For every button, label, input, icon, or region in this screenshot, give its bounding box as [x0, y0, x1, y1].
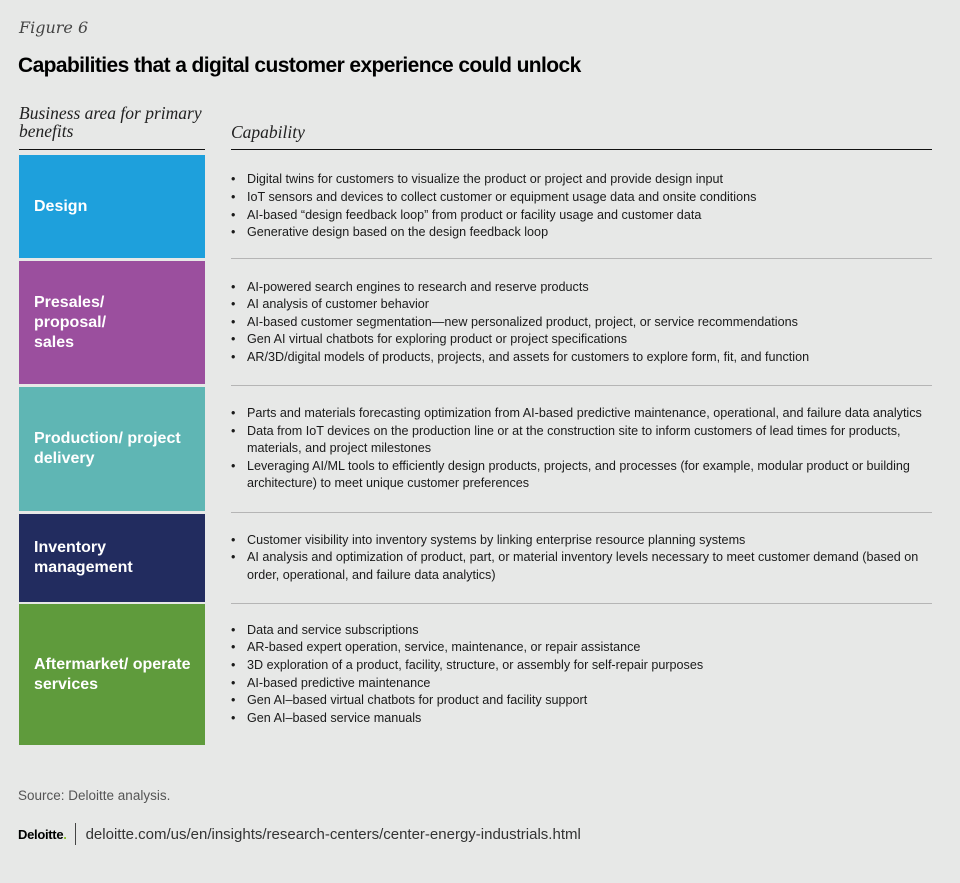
- capability-item: AR-based expert operation, service, main…: [231, 639, 932, 657]
- capability-item: Digital twins for customers to visualize…: [231, 171, 932, 189]
- business-area-box: Inventory management: [19, 514, 205, 602]
- table-row: Aftermarket/ operate services Data and se…: [19, 604, 932, 745]
- footer-url[interactable]: deloitte.com/us/en/insights/research-cen…: [85, 825, 581, 843]
- business-area-label: Inventory management: [34, 539, 133, 576]
- capability-item: Gen AI–based virtual chatbots for produc…: [231, 692, 932, 710]
- source-note: Source: Deloitte analysis.: [18, 788, 171, 803]
- capability-item: AI analysis and optimization of product,…: [231, 549, 932, 584]
- business-area-box: Production/ project delivery: [19, 387, 205, 511]
- capability-item: AR/3D/digital models of products, projec…: [231, 349, 932, 367]
- header-business-area: Business area for primary benefits: [19, 104, 205, 150]
- capability-item: AI-based “design feedback loop” from pro…: [231, 207, 932, 225]
- capability-item: 3D exploration of a product, facility, s…: [231, 657, 932, 675]
- page-title: Capabilities that a digital customer exp…: [18, 54, 581, 77]
- capability-item: AI-based predictive maintenance: [231, 675, 932, 693]
- business-area-label: Aftermarket/ operate services: [34, 655, 191, 693]
- capability-item: IoT sensors and devices to collect custo…: [231, 189, 932, 207]
- header-capability: Capability: [231, 122, 932, 150]
- table-row: Presales/ proposal/ sales AI-powered sear…: [19, 261, 932, 384]
- capability-item: AI-powered search engines to research an…: [231, 279, 932, 297]
- table-row: Design Digital twins for customers to vis…: [19, 155, 932, 258]
- capability-item: Leveraging AI/ML tools to efficiently de…: [231, 458, 932, 493]
- capability-item: Data from IoT devices on the production …: [231, 423, 932, 458]
- figure-label: Figure 6: [19, 18, 89, 37]
- deloitte-logo: Deloitte.: [18, 826, 67, 842]
- table-row: Inventory management Customer visibility …: [19, 514, 932, 602]
- capability-list: Data and service subscriptionsAR-based e…: [231, 604, 932, 745]
- capability-item: Parts and materials forecasting optimiza…: [231, 405, 932, 423]
- capability-item: Gen AI–based service manuals: [231, 710, 932, 728]
- row-divider: [231, 258, 932, 259]
- business-area-box: Aftermarket/ operate services: [19, 604, 205, 745]
- capability-item: Gen AI virtual chatbots for exploring pr…: [231, 331, 932, 349]
- business-area-label: Production/ project delivery: [34, 430, 181, 467]
- row-divider: [231, 603, 932, 604]
- business-area-label: Design: [34, 197, 88, 215]
- capability-item: Data and service subscriptions: [231, 622, 932, 640]
- divider: [74, 823, 76, 845]
- capability-list: Parts and materials forecasting optimiza…: [231, 387, 932, 511]
- capability-list: Digital twins for customers to visualize…: [231, 155, 932, 258]
- row-divider: [231, 385, 932, 386]
- capability-list: AI-powered search engines to research an…: [231, 261, 932, 384]
- business-area-label: Presales/ proposal/ sales: [34, 293, 107, 351]
- capability-item: AI-based customer segmentation—new perso…: [231, 314, 932, 332]
- capability-list: Customer visibility into inventory syste…: [231, 514, 932, 602]
- footer: Deloitte. deloitte.com/us/en/insights/re…: [18, 823, 581, 845]
- row-divider: [231, 512, 932, 513]
- business-area-box: Presales/ proposal/ sales: [19, 261, 205, 384]
- business-area-box: Design: [19, 155, 205, 258]
- capability-item: Generative design based on the design fe…: [231, 224, 932, 242]
- capability-item: Customer visibility into inventory syste…: [231, 532, 932, 550]
- table-row: Production/ project delivery Parts and ma…: [19, 387, 932, 511]
- capability-item: AI analysis of customer behavior: [231, 296, 932, 314]
